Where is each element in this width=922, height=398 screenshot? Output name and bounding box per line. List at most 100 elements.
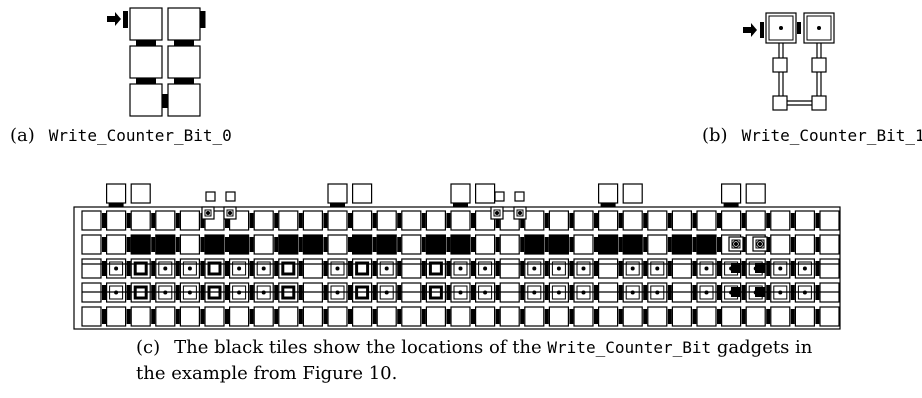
assembly-glue-r4c25 [717, 309, 721, 324]
assembly-dot-tile-r2c19-inner [551, 261, 566, 276]
assembly-dot-tile-r2c16-dot [483, 266, 488, 271]
assembly-small-top-tile-1 [225, 191, 236, 202]
right-arrow-icon [743, 23, 757, 37]
assembly-tile-r4c18 [524, 306, 545, 327]
assembly-glue-r4c23 [667, 309, 672, 324]
assembly-dot-tile-r2c18-inner [527, 261, 542, 276]
assembly-dot-tile-r2c28-inner [773, 261, 788, 276]
assembly-glue-r1c23 [667, 237, 672, 252]
assembly-glue-r2c7 [274, 261, 279, 276]
assembly-dot-tile-r2c28-dot [778, 266, 783, 271]
assembly-top-tile-0-0 [105, 183, 127, 204]
assembly-tile-r1c8 [278, 234, 299, 255]
caption-c-line1: (c)The black tiles show the locations of… [136, 337, 812, 358]
assembly-glue-r1c0 [102, 237, 106, 252]
assembly-glue-r0c28 [790, 213, 795, 228]
assembly-glue-r1c27 [766, 237, 771, 252]
assembly-glue-r0c17 [520, 213, 525, 228]
assembly-glue-r1c8 [298, 237, 303, 252]
assembly-glue-r2c2 [151, 261, 156, 276]
assembly-glue-r4c21 [618, 309, 623, 324]
assembly-dot-tile-r2c7-dot [261, 266, 266, 271]
assembly-glue-r0c12 [397, 213, 402, 228]
assembly-glue-r4c16 [495, 309, 500, 324]
assembly-tile-r0c0 [81, 210, 102, 231]
assembly-glue-r4c26 [741, 309, 746, 324]
caption-a-label: (a) [10, 125, 35, 146]
gadget-b-dot-tile-left-inner [768, 15, 794, 41]
gadget-b-small-tile-r1 [811, 57, 827, 73]
assembly-tile-r2c0 [81, 258, 102, 279]
assembly-glue-r0c11 [372, 213, 377, 228]
assembly-tile-r4c21 [597, 306, 619, 327]
assembly-glue-r0c22 [643, 213, 648, 228]
assembly-black-square-1 [755, 263, 765, 273]
gadget-b-dot-tile-right-inner [806, 15, 832, 41]
assembly-tile-r2c9 [302, 258, 323, 279]
assembly-dot-tile-r2c6-inner [232, 261, 247, 276]
assembly-dot-tile-r2c29-inner [797, 261, 812, 276]
assembly-tile-r4c2 [130, 306, 151, 327]
assembly-glue-r4c1 [126, 309, 131, 324]
gadget-a-glue-h-bottom [162, 94, 168, 108]
assembly-ringed-dot-0-ring [732, 240, 740, 248]
assembly-ring-r2c11 [355, 261, 370, 276]
assembly-tile-r0c30 [819, 210, 840, 231]
assembly-tile-r0c27 [745, 210, 766, 231]
assembly-top-glue-1 [330, 203, 345, 207]
assembly-glue-r4c12 [397, 309, 402, 324]
assembly-ring-r2c5 [207, 261, 222, 276]
assembly-dot-tile-r2c4-inner [182, 261, 197, 276]
assembly-small-dot-2-dot [495, 211, 499, 215]
assembly-glue-r2c3 [175, 261, 180, 276]
caption-a: (a)Write_Counter_Bit_0 [10, 125, 232, 146]
assembly-tile-r1c6 [229, 234, 250, 255]
assembly-top-tile-3-1 [622, 183, 643, 204]
assembly-tile-r1c14 [425, 234, 446, 255]
assembly-top-glue-4 [723, 203, 739, 207]
assembly-glue-r0c14 [446, 213, 451, 228]
assembly-tile-r0c23 [647, 210, 668, 231]
assembly-glue-r4c0 [102, 309, 106, 324]
assembly-glue-r0c1 [126, 213, 131, 228]
gadget-b-input-glue [760, 22, 764, 38]
assembly-glue-r4c20 [594, 309, 598, 324]
assembly-tile-r0c10 [327, 210, 348, 231]
assembly-glue-r0c29 [815, 213, 820, 228]
assembly-glue-r0c18 [544, 213, 549, 228]
assembly-dot-tile-r2c22-inner [625, 261, 640, 276]
assembly-tile-r0c15 [450, 210, 471, 231]
assembly-tile-r4c3 [155, 306, 176, 327]
assembly-glue-r1c9 [323, 237, 328, 252]
gadget-a-tile-r2c1 [167, 83, 201, 117]
assembly-tile-r4c10 [327, 306, 348, 327]
assembly-glue-r1c1 [126, 237, 131, 252]
assembly-tile-r4c28 [770, 306, 791, 327]
assembly-top-glue-3 [600, 203, 616, 207]
assembly-tile-r0c1 [105, 210, 127, 231]
assembly-tile-r2c21 [597, 258, 619, 279]
assembly-tile-r1c19 [548, 234, 570, 255]
assembly-glue-r0c2 [151, 213, 156, 228]
assembly-glue-r1c21 [618, 237, 623, 252]
assembly-glue-r0c16 [495, 213, 500, 228]
assembly-glue-r1c29 [815, 237, 820, 252]
assembly-glue-r2c16 [495, 261, 500, 276]
assembly-glue-r1c22 [643, 237, 648, 252]
assembly-glue-r1c10 [348, 237, 352, 252]
assembly-ring-r2c14 [428, 261, 443, 276]
assembly-tile-r0c14 [425, 210, 446, 231]
assembly-tile-r4c15 [450, 306, 471, 327]
assembly-glue-r2c22 [643, 261, 648, 276]
caption-b-name: Write_Counter_Bit_1 [741, 126, 922, 145]
assembly-tile-r1c21 [597, 234, 619, 255]
assembly-glue-r1c4 [200, 237, 205, 252]
gadget-a-glue-v1-c0 [136, 40, 156, 46]
assembly-dot-tile-r2c18-dot [532, 266, 537, 271]
assembly-tile-r1c16 [475, 234, 496, 255]
assembly-tile-r1c20 [573, 234, 594, 255]
assembly-glue-r1c11 [372, 237, 377, 252]
assembly-glue-r1c18 [544, 237, 549, 252]
assembly-glue-r0c5 [225, 213, 229, 228]
assembly-tile-r4c7 [253, 306, 274, 327]
